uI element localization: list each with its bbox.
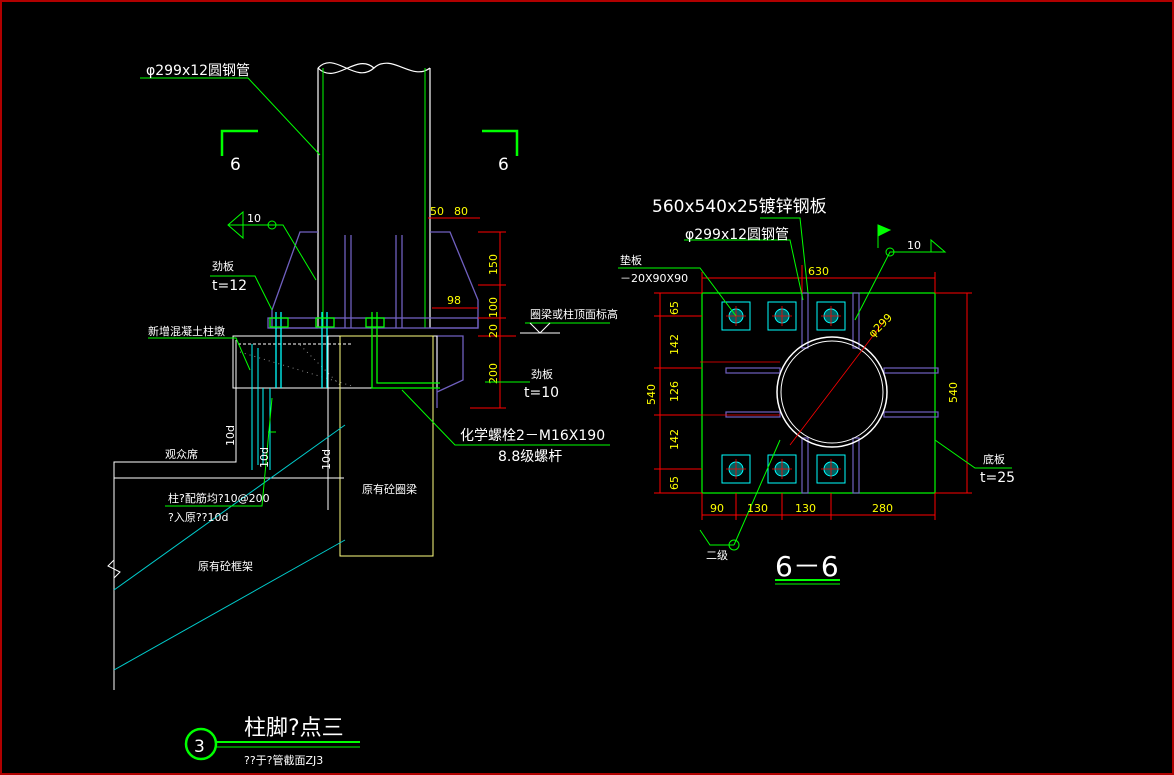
stiffener-label-left: 劲板 — [212, 259, 234, 273]
detail-subtitle: ??于?管截面ZJ3 — [244, 753, 323, 767]
weld-size-label: 10 — [247, 212, 261, 225]
section-dimensions — [654, 265, 972, 520]
dim-130-b: 130 — [795, 502, 816, 515]
section-title: 6－6 — [775, 550, 839, 583]
detail-title: 柱脚?点三 — [244, 716, 344, 741]
pipe-circle-inner — [780, 340, 884, 444]
pipe-label: φ299x12圆钢管 — [146, 63, 250, 79]
dim-50: 50 — [430, 205, 444, 218]
section-cut-marks — [220, 129, 519, 156]
pipe-diameter-label: φ299 — [866, 311, 895, 340]
dim-65-top: 65 — [668, 301, 681, 315]
dim-130-a: 130 — [747, 502, 768, 515]
chemical-bolt-label: 化学螺栓2－M16X190 — [460, 428, 605, 444]
section-pipe-label: φ299x12圆钢管 — [685, 227, 789, 243]
dim-540-left: 540 — [645, 384, 658, 405]
grade-marker-circle — [728, 539, 740, 551]
stiffener-thickness-10: t=10 — [524, 385, 559, 401]
detail-number-circle — [184, 727, 218, 761]
section-mark-left: 6 — [230, 155, 241, 175]
detail-number: 3 — [194, 737, 205, 757]
dim-142-bottom: 142 — [668, 429, 681, 450]
base-plate-label: 底板 — [983, 452, 1005, 466]
pier-label: 新增混凝土柱墩 — [148, 324, 225, 338]
anchor-bolts — [269, 312, 440, 389]
dim-200: 200 — [487, 363, 500, 384]
stiffener-plates — [267, 231, 479, 408]
base-plate-thickness: t=25 — [980, 470, 1015, 486]
dim-126: 126 — [668, 381, 681, 402]
title-block: 3 柱脚?点三 ??于?管截面ZJ3 — [184, 716, 360, 767]
bolt-pads — [721, 301, 846, 484]
dim-150: 150 — [487, 254, 500, 275]
base-plate — [701, 292, 936, 494]
pipe-circle-outer — [776, 336, 888, 448]
top-elevation-label: 圈梁或柱顶面标高 — [530, 307, 618, 321]
pad-size-label: －20X90X90 — [620, 272, 688, 285]
dim-100: 100 — [487, 297, 500, 318]
dim-80: 80 — [454, 205, 468, 218]
bolt-centerlines — [700, 306, 886, 479]
section-6-6: 560x540x25镀锌钢板 φ299x12圆钢管 垫板 －20X90X90 1… — [618, 197, 1015, 585]
section-leaders — [618, 217, 1012, 546]
weld-symbol — [227, 210, 277, 240]
section-weld-size: 10 — [907, 239, 921, 252]
dim-540-right: 540 — [947, 382, 960, 403]
steel-pipe — [317, 62, 431, 328]
detail-dimensions — [428, 217, 516, 409]
anchorage-label: ?入原??10d — [168, 511, 229, 524]
pad-label: 垫板 — [620, 253, 642, 267]
existing-ring-beam-label: 原有砼圈梁 — [362, 482, 417, 496]
dim-280: 280 — [872, 502, 893, 515]
stiffener-thickness-12: t=12 — [212, 278, 247, 294]
dim-20: 20 — [487, 324, 500, 338]
plate-label: 560x540x25镀锌钢板 — [652, 197, 827, 217]
rebar-lines — [107, 336, 346, 690]
elevation-marker — [520, 322, 560, 334]
dim-98: 98 — [447, 294, 461, 307]
section-stiffeners — [725, 292, 939, 494]
ten-d-label-3: 10d — [320, 449, 333, 470]
detail-leaders — [140, 77, 610, 507]
ten-d-label-1: 10d — [224, 425, 237, 446]
ten-d-label-2: 10d — [258, 447, 271, 468]
audience-label: 观众席 — [165, 447, 198, 461]
column-rebar-label: 柱?配筋均?10@200 — [168, 491, 270, 505]
grade-label: 二级 — [706, 549, 728, 562]
column-foot-detail: 6 6 50 80 98 150 100 20 200 — [107, 62, 618, 690]
existing-ring-beam — [339, 335, 434, 557]
dim-65-bottom: 65 — [668, 476, 681, 490]
section-mark-right: 6 — [498, 155, 509, 175]
dim-630: 630 — [808, 265, 829, 278]
section-weld-symbol — [877, 224, 947, 257]
stiffener-label-right: 劲板 — [531, 367, 553, 381]
dim-142-top: 142 — [668, 334, 681, 355]
dim-90: 90 — [710, 502, 724, 515]
existing-frame-beam-label: 原有砼框架 — [198, 559, 253, 573]
bolt-holes — [728, 308, 839, 477]
concrete-pier — [232, 335, 438, 389]
bolt-grade-label: 8.8级螺杆 — [498, 449, 562, 465]
